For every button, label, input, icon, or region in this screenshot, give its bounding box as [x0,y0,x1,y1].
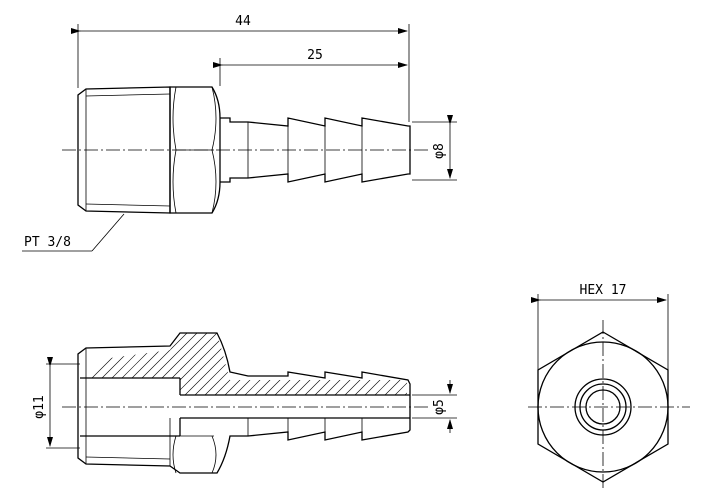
bore-circle [585,389,621,425]
dim-44-text: 44 [235,14,251,29]
dim-phi5-text: φ5 [432,399,447,415]
top-view: 44 25 φ8 PT 3/8 [22,14,457,252]
hex-dim-text: HEX 17 [580,283,627,298]
hex-inscribed-circle [537,341,669,473]
end-view: HEX 17 [528,283,690,490]
barb-stem [220,117,411,183]
section-view: φ11 φ5 [32,332,457,474]
thread-outer-circle [574,378,632,436]
section-outline [77,332,411,474]
dim-phi11-text: φ11 [32,395,47,418]
section-hatching [80,333,407,395]
thread-line-bottom [85,203,171,207]
dim-25-text: 25 [307,48,323,63]
section-thread-line [85,456,171,460]
thread-line-top [85,93,171,97]
section-hex-curve-left [172,435,177,474]
thread-leader-line [91,213,125,252]
thread-inner-circle [579,383,627,431]
dim-phi8-text: φ8 [432,143,447,159]
thread-label: PT 3/8 [24,235,71,250]
section-hex-curve-right [211,435,217,474]
